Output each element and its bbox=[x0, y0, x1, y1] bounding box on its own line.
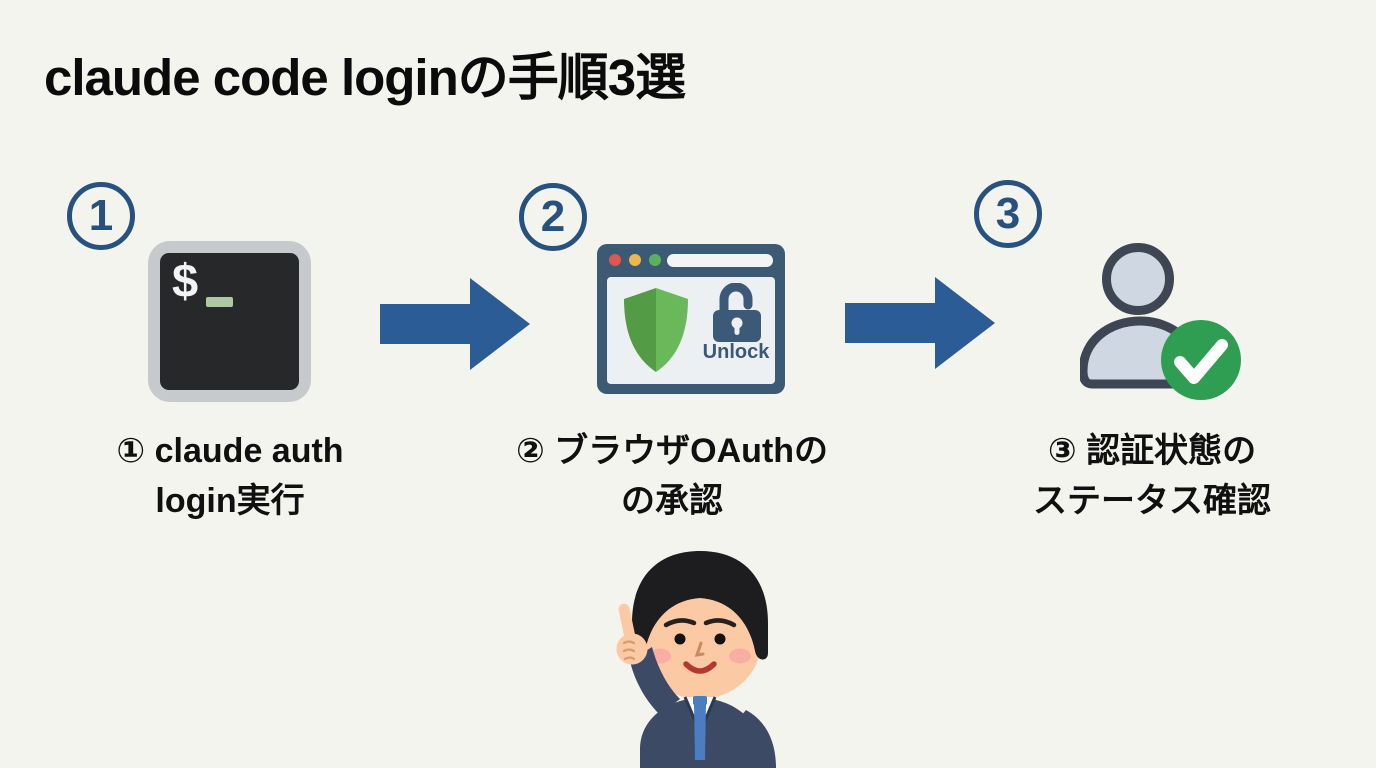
browser-dot-red-icon bbox=[609, 254, 621, 266]
step-1-caption: ① claude auth login実行 bbox=[20, 426, 440, 526]
open-lock-icon bbox=[713, 283, 761, 342]
step-2-caption: ② ブラウザOAuthの の承認 bbox=[462, 426, 882, 526]
step-3-caption-line1: ③ 認証状態の bbox=[1047, 432, 1257, 470]
step-1-number-badge: 1 bbox=[67, 182, 135, 250]
step-1-number: 1 bbox=[88, 191, 114, 240]
terminal-icon: $ bbox=[148, 241, 311, 402]
step-1-caption-line2: login実行 bbox=[155, 482, 305, 520]
step-2-caption-line1: ② ブラウザOAuthの bbox=[515, 432, 829, 470]
step-1-caption-line1: ① claude auth bbox=[116, 432, 344, 470]
step-3-caption-line2: ステータス確認 bbox=[1033, 482, 1271, 520]
terminal-prompt: $ bbox=[172, 254, 199, 307]
step-3-number: 3 bbox=[995, 189, 1021, 238]
arrow-right-icon bbox=[380, 278, 530, 370]
step-2-number-badge: 2 bbox=[519, 183, 587, 251]
step-2-number: 2 bbox=[540, 192, 566, 241]
pointing-businessman-illustration bbox=[616, 551, 776, 768]
terminal-screen: $ bbox=[160, 253, 299, 390]
arrow-right-icon bbox=[845, 277, 995, 369]
step-3-number-badge: 3 bbox=[974, 180, 1042, 248]
step-3-caption: ③ 認証状態の ステータス確認 bbox=[942, 426, 1362, 526]
terminal-cursor-icon bbox=[206, 297, 233, 307]
page-title: claude code loginの手順3選 bbox=[44, 49, 686, 106]
shield-icon bbox=[624, 288, 688, 372]
browser-dot-green-icon bbox=[649, 254, 661, 266]
step-2-caption-line2: の承認 bbox=[621, 482, 723, 520]
user-check-icon bbox=[1080, 243, 1241, 400]
browser-window-icon: Unlock bbox=[597, 244, 785, 394]
browser-content: Unlock bbox=[607, 277, 775, 384]
browser-dot-yellow-icon bbox=[629, 254, 641, 266]
unlock-label: Unlock bbox=[702, 341, 770, 363]
browser-address-bar bbox=[667, 254, 773, 267]
